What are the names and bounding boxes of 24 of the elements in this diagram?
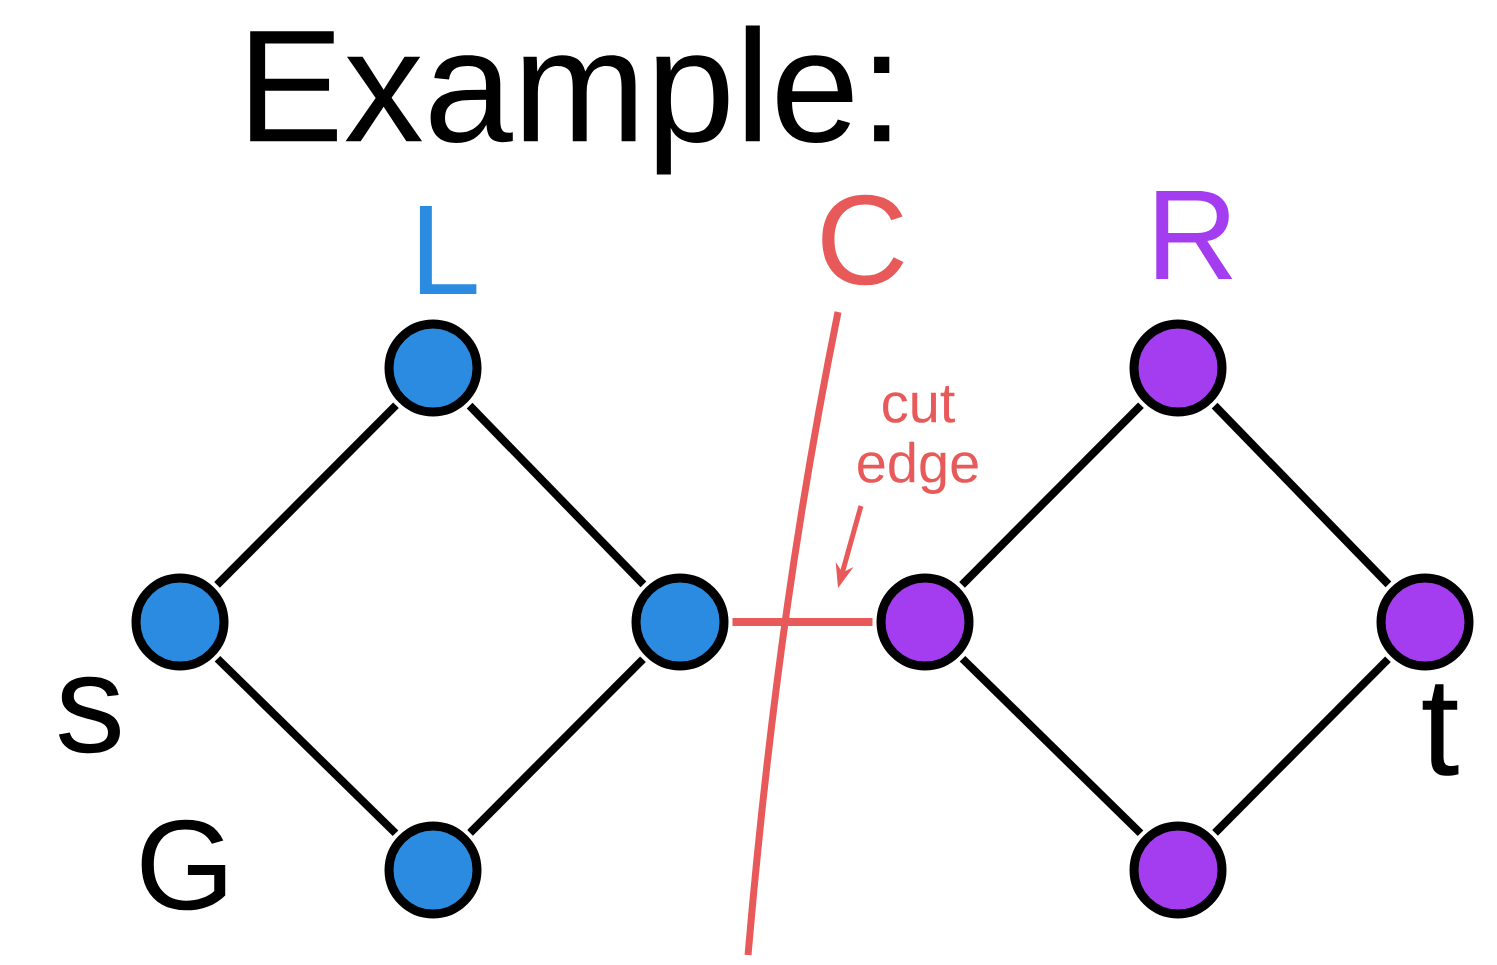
graph-edge [214,402,399,588]
graph-edge [1211,402,1392,588]
graph-edge [466,402,647,588]
vertex [1129,319,1227,417]
graph-edge [467,656,646,836]
graph-edge [1212,656,1391,836]
vertex [1129,821,1227,919]
vertex-label: s [58,676,120,754]
graph-edge [959,655,1144,837]
graph-edge [214,655,399,837]
vertex [384,319,482,417]
vertex-label: t [1422,684,1459,776]
vertex [876,573,974,671]
group-label: L [419,205,477,295]
cut-edge-text: cut edge [858,386,978,494]
vertex [1376,573,1474,671]
vertex [131,573,229,671]
title: Example: [250,25,890,175]
graph-edge [959,402,1144,588]
vertex [631,573,729,671]
vertex [384,821,482,919]
group-label: R [1156,190,1233,280]
group-label: G [141,819,226,911]
group-label: C [822,194,904,286]
